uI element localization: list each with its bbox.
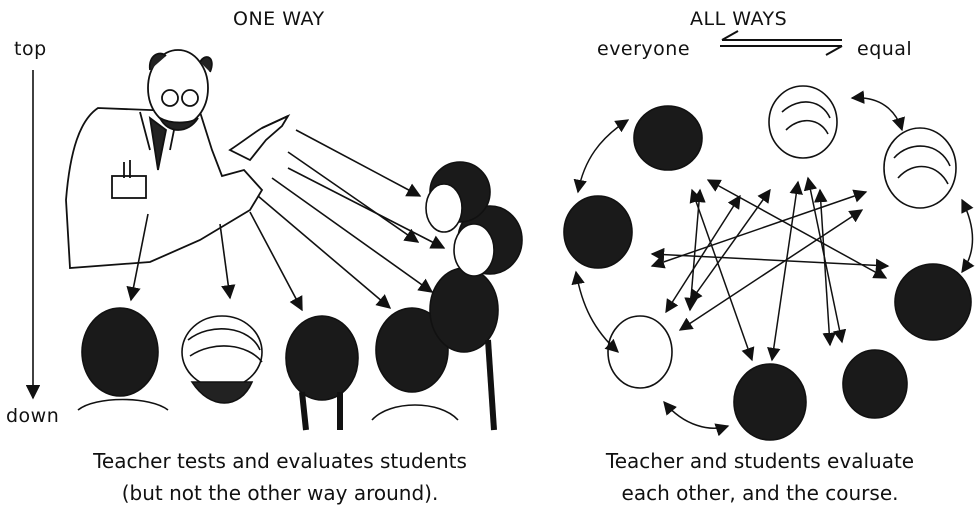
- teacher-figure: [65, 49, 291, 269]
- arrow-to-student-8: [295, 129, 422, 197]
- head-top-left: [633, 105, 703, 171]
- all-ways-caption-line2: each other, and the course.: [621, 481, 899, 505]
- student-head-4: [375, 307, 449, 393]
- all-ways-title: ALL WAYS: [690, 8, 788, 30]
- students-left: [77, 161, 523, 431]
- arrow-to-student-7: [287, 151, 420, 243]
- student-face-7: [425, 183, 463, 233]
- one-way-caption-line2: (but not the other way around).: [121, 481, 439, 505]
- arrow-to-student-3: [249, 211, 303, 312]
- all-ways-caption: Teacher and students evaluate each other…: [560, 445, 960, 509]
- cross-11: [689, 188, 771, 304]
- head-right: [894, 263, 972, 341]
- student-head-1: [81, 307, 159, 397]
- arrow-left-bottom: [571, 270, 619, 353]
- axis-down-label: down: [6, 405, 60, 427]
- one-way-title: ONE WAY: [233, 8, 325, 30]
- arrow-tl-left: [573, 119, 630, 194]
- equal-label: equal: [857, 38, 913, 60]
- cross-5: [678, 209, 864, 331]
- teacher-arrows: [126, 129, 446, 312]
- arrow-to-student-6: [287, 167, 446, 249]
- everyone-label: everyone: [597, 38, 691, 60]
- cross-1: [689, 188, 755, 362]
- arrow-right-side: [961, 198, 975, 274]
- arrow-to-student-2: [219, 223, 236, 300]
- arrow-bottom: [663, 400, 730, 437]
- head-left: [563, 195, 633, 269]
- all-ways-caption-line1: Teacher and students evaluate: [605, 449, 915, 473]
- student-face-6: [453, 223, 495, 277]
- circle-heads: [563, 85, 972, 441]
- head-bottom-right: [842, 349, 908, 419]
- head-top-right-turban: [883, 127, 957, 209]
- arrow-top-right: [850, 90, 905, 132]
- head-top-center: [768, 85, 838, 159]
- cross-6: [767, 180, 803, 362]
- arrow-to-student-5: [271, 177, 434, 293]
- head-bottom-center: [733, 363, 807, 441]
- one-way-caption-line1: Teacher tests and evaluates students: [93, 449, 467, 473]
- equal-double-arrow: [720, 30, 843, 56]
- one-way-caption: Teacher tests and evaluates students (bu…: [40, 445, 520, 509]
- student-head-5: [429, 267, 499, 353]
- cross-10: [814, 188, 836, 347]
- arrow-to-student-4: [257, 195, 392, 309]
- all-ways-arrows: [571, 90, 975, 437]
- arrow-to-student-1: [126, 213, 149, 302]
- student-head-3: [285, 315, 359, 401]
- axis-top-label: top: [14, 38, 47, 60]
